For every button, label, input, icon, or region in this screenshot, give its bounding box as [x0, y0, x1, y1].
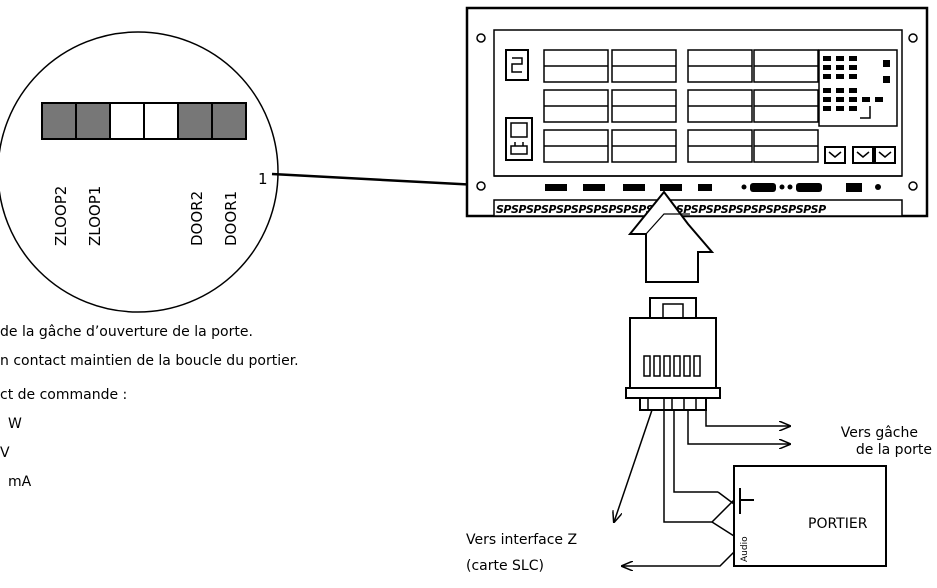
- wire-audio-out: [622, 551, 735, 566]
- connector-pin-labels: ZLOOP2 ZLOOP1 DOOR2 DOOR1: [52, 186, 240, 246]
- plug-contact: [653, 355, 661, 377]
- status-led: [875, 97, 883, 102]
- status-led: [849, 97, 857, 102]
- status-led: [849, 74, 857, 79]
- insert-arrow-icon: [627, 190, 715, 283]
- z-interface-label-line-2: (carte SLC): [466, 558, 544, 574]
- status-led: [883, 60, 890, 67]
- connector-pin: [109, 102, 145, 140]
- status-led: [836, 56, 844, 61]
- pin-label: DOOR2: [188, 191, 206, 246]
- wire-door-strike-2: [687, 410, 790, 444]
- connector-zoom: ZLOOP2 ZLOOP1 DOOR2 DOOR1 1: [0, 31, 279, 313]
- connector-pin: [177, 102, 213, 140]
- plug-base: [625, 387, 721, 399]
- wire-portier-1: [673, 410, 718, 493]
- status-led: [849, 106, 857, 111]
- doorphone-connector: [545, 184, 567, 191]
- push-button-icon: [739, 488, 754, 514]
- wire-portier-2: [663, 410, 735, 523]
- status-led: [823, 56, 831, 61]
- plug-contact: [693, 355, 701, 377]
- audio-label: Audio: [740, 536, 750, 562]
- zoom-circle: [0, 31, 279, 313]
- status-led: [823, 106, 831, 111]
- status-led: [849, 88, 857, 93]
- status-led: [836, 74, 844, 79]
- rear-connector: [583, 184, 605, 191]
- rj-socket-icon: [824, 146, 846, 164]
- rack-screw-icon: [908, 181, 918, 191]
- connector-pin: [143, 102, 179, 140]
- note-line-2: n contact maintien de la boucle du porti…: [0, 353, 299, 369]
- rear-connector: [623, 184, 645, 191]
- rear-connector: [698, 184, 712, 191]
- note-line-3: ct de commande :: [0, 387, 127, 403]
- status-led: [849, 65, 857, 70]
- rack-screw-icon: [908, 33, 918, 43]
- rj-socket-icon: [874, 146, 896, 164]
- sub-d-connector-icon: [750, 183, 776, 192]
- pin-label: DOOR1: [222, 191, 240, 246]
- power-socket-icon: [510, 142, 528, 155]
- status-led: [883, 76, 890, 83]
- pin-number-label: 1: [258, 170, 268, 188]
- portier-label: PORTIER: [808, 516, 868, 532]
- plug-contact: [673, 355, 681, 377]
- plug-contact: [683, 355, 691, 377]
- status-led: [836, 65, 844, 70]
- notes-block: de la gâche d’ouverture de la porte. n c…: [0, 324, 299, 490]
- sub-d-connector-icon: [846, 183, 862, 192]
- status-led: [836, 88, 844, 93]
- note-line-5: V: [0, 445, 10, 461]
- status-led: [823, 88, 831, 93]
- rj-socket-icon: [852, 146, 874, 164]
- card-slots: [543, 49, 819, 163]
- rj-plug: [625, 297, 721, 411]
- status-led: [849, 56, 857, 61]
- status-led: [836, 106, 844, 111]
- rear-connectors: [545, 183, 881, 192]
- rj-sockets: [824, 146, 896, 164]
- connector-pin: [75, 102, 111, 140]
- portier-unit: PORTIER Audio: [711, 465, 887, 567]
- note-line-6: mA: [8, 474, 32, 490]
- plug-contact: [663, 355, 671, 377]
- plug-body: [629, 317, 717, 389]
- status-led: [862, 97, 870, 102]
- status-led: [823, 65, 831, 70]
- status-leds: [823, 56, 890, 119]
- plug-contact: [643, 355, 651, 377]
- pin-label: ZLOOP2: [52, 186, 70, 246]
- status-led: [823, 97, 831, 102]
- note-line-4: W: [8, 416, 22, 432]
- note-line-1: de la gâche d’ouverture de la porte.: [0, 324, 253, 340]
- door-strike-label-line-1: Vers gâche: [841, 425, 918, 441]
- wire-z-interface: [614, 409, 653, 522]
- portier-box: [733, 465, 887, 567]
- pin-label: ZLOOP1: [86, 186, 104, 246]
- rack-screw-icon: [476, 33, 486, 43]
- sub-d-connector-icon: [796, 183, 822, 192]
- connector-pin: [41, 102, 77, 140]
- plug-contacts: [643, 355, 701, 377]
- wires: [614, 409, 790, 566]
- display-icon: [505, 49, 529, 81]
- rack-screw-icon: [476, 181, 486, 191]
- pbx-rack: SPSPSPSPSPSPSPSPSPSPSPSPSPSPSPSPSPSPSPSP…: [465, 6, 929, 218]
- status-led: [823, 74, 831, 79]
- z-interface-label-line-1: Vers interface Z: [466, 532, 577, 548]
- wire-door-strike-1: [705, 410, 790, 426]
- status-led: [836, 97, 844, 102]
- cable-rail: [493, 199, 903, 217]
- connector-pin: [211, 102, 247, 140]
- door-strike-label-line-2: de la porte: [856, 442, 932, 458]
- rear-connector: [660, 184, 682, 191]
- connector-pin-row: [41, 102, 247, 140]
